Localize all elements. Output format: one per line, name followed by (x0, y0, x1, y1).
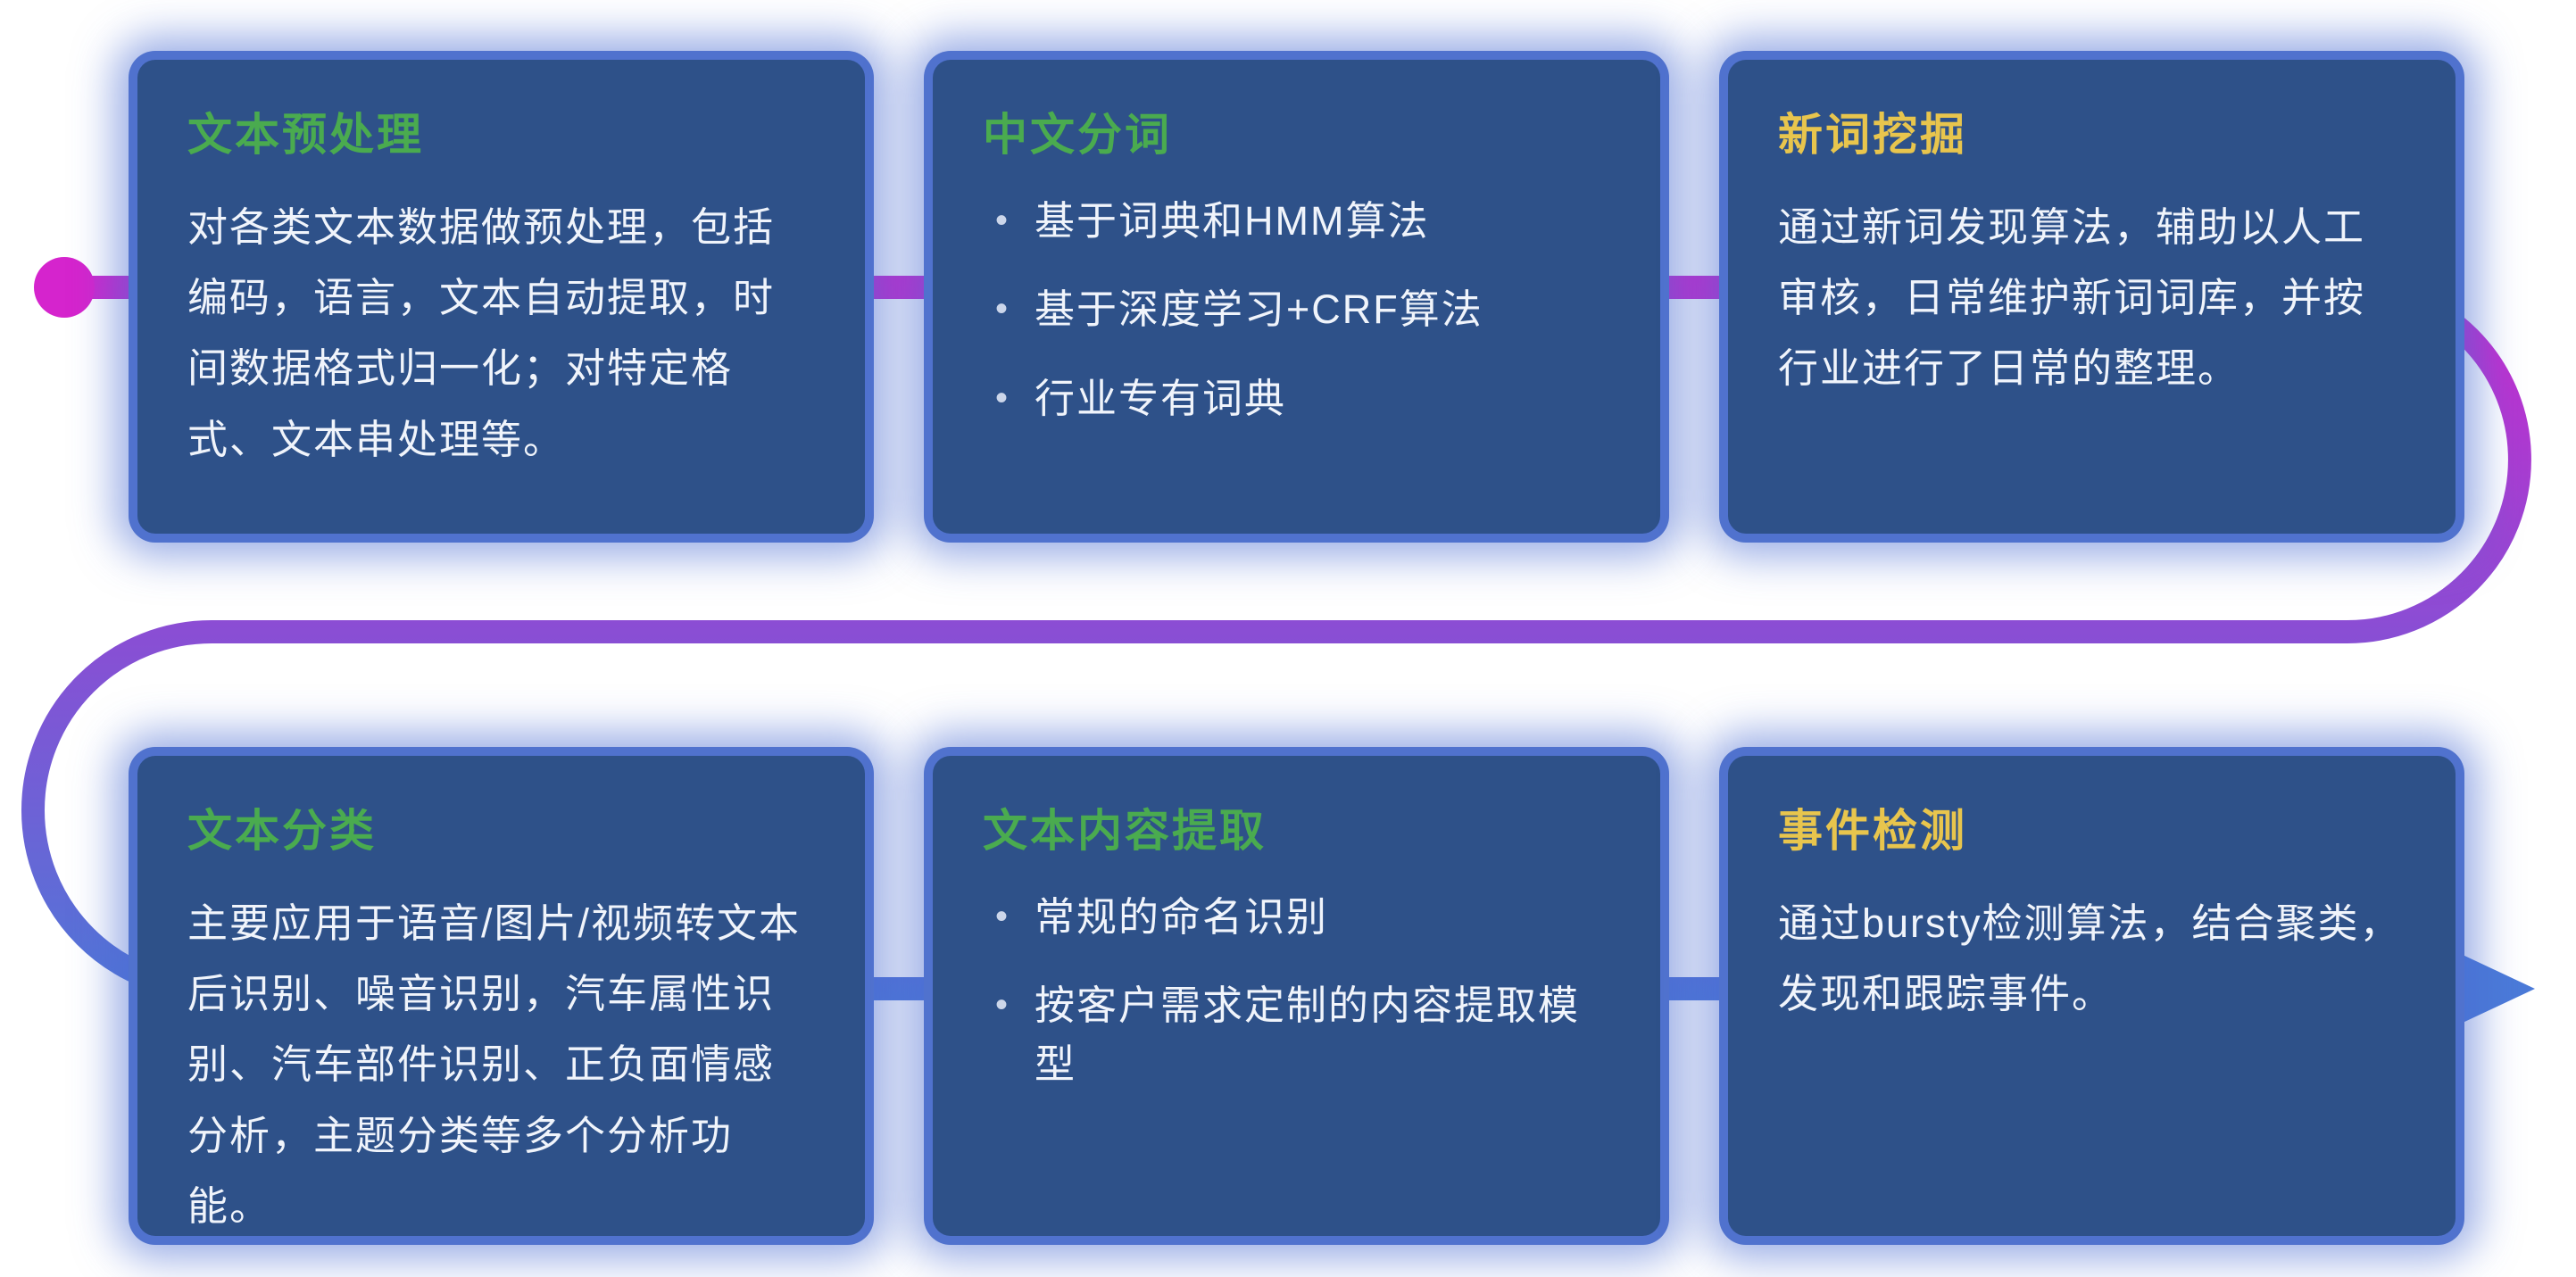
card-new-word-mining: 新词挖掘通过新词发现算法，辅助以人工审核，日常维护新词词库，并按行业进行了日常的… (1719, 51, 2464, 543)
card-body: 对各类文本数据做预处理，包括编码，语言，文本自动提取，时间数据格式归一化；对特定… (187, 204, 776, 462)
card-body: 通过bursty检测算法，结合聚类，发现和跟踪事件。 (1778, 900, 2402, 1017)
card-title: 事件检测 (1778, 806, 1967, 856)
flow-path (21, 276, 2531, 1000)
row-top: 文本预处理对各类文本数据做预处理，包括编码，语言，文本自动提取，时间数据格式归一… (129, 51, 2464, 543)
card-text-classification: 文本分类主要应用于语音/图片/视频转文本后识别、噪音识别，汽车属性识别、汽车部件… (129, 747, 874, 1245)
card-body: 通过新词发现算法，辅助以人工审核，日常维护新词词库，并按行业进行了日常的整理。 (1778, 204, 2366, 392)
card-title: 文本内容提取 (983, 806, 1267, 856)
bullet-marker-icon: • (995, 377, 1009, 418)
bullet-marker-icon: • (995, 289, 1009, 329)
bullet-text: 常规的命名识别 (1035, 894, 1329, 940)
card-bullet-item: • 基于词典和HMM算法 (995, 192, 1610, 250)
bullet-marker-icon: • (995, 897, 1009, 936)
card-event-detection: 事件检测通过bursty检测算法，结合聚类，发现和跟踪事件。 (1719, 747, 2464, 1245)
bullet-text: 基于词典和HMM算法 (1035, 198, 1430, 244)
card-bullet-item: • 行业专有词典 (995, 369, 1610, 427)
card-bullet-item: • 按客户需求定制的内容提取模型 (995, 976, 1610, 1093)
card-bullet-list: • 常规的命名识别 • 按客户需求定制的内容提取模型 (983, 888, 1610, 1093)
card-text-preprocessing: 文本预处理对各类文本数据做预处理，包括编码，语言，文本自动提取，时间数据格式归一… (129, 51, 874, 543)
flow-start-dot (34, 257, 95, 318)
card-bullet-item: • 基于深度学习+CRF算法 (995, 280, 1610, 338)
card-title: 文本预处理 (187, 110, 424, 160)
card-bullet-list: • 基于词典和HMM算法 • 基于深度学习+CRF算法 • 行业专有词典 (983, 192, 1610, 427)
card-title: 新词挖掘 (1778, 110, 1967, 160)
bullet-text: 基于深度学习+CRF算法 (1035, 286, 1483, 333)
bullet-text: 按客户需求定制的内容提取模型 (1035, 983, 1581, 1087)
row-bottom: 文本分类主要应用于语音/图片/视频转文本后识别、噪音识别，汽车属性识别、汽车部件… (129, 747, 2464, 1245)
card-body: 主要应用于语音/图片/视频转文本后识别、噪音识别，汽车属性识别、汽车部件识别、正… (187, 900, 802, 1229)
card-text-content-extraction: 文本内容提取 • 常规的命名识别 • 按客户需求定制的内容提取模型 (924, 747, 1669, 1245)
card-title: 中文分词 (983, 110, 1172, 160)
bullet-text: 行业专有词典 (1035, 375, 1287, 421)
bullet-marker-icon: • (995, 201, 1009, 240)
bullet-marker-icon: • (995, 985, 1009, 1025)
card-chinese-word-segmentation: 中文分词 • 基于词典和HMM算法 • 基于深度学习+CRF算法 • 行业专有词典 (924, 51, 1669, 543)
card-bullet-item: • 常规的命名识别 (995, 888, 1610, 946)
card-title: 文本分类 (187, 806, 377, 856)
flow-arrow-icon (2447, 948, 2535, 1030)
